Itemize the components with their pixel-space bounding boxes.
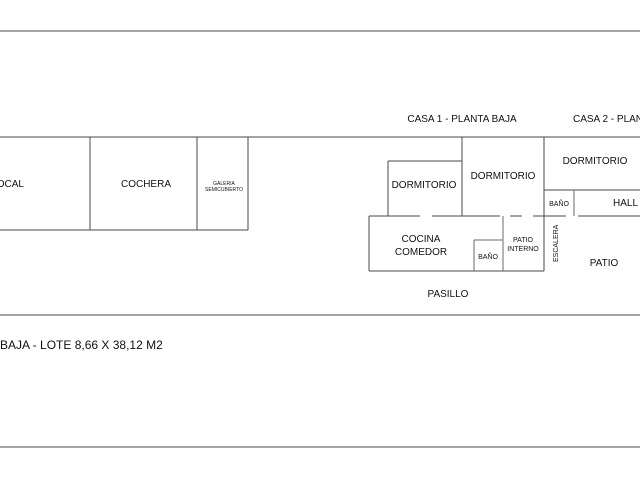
- bano-1-label: BAÑO: [478, 252, 498, 261]
- comedor-label: COMEDOR: [395, 247, 447, 258]
- galeria-label-line-2: SEMICUBIERTO: [205, 187, 243, 193]
- plan-caption: BAJA - LOTE 8,66 X 38,12 M2: [0, 338, 163, 352]
- bano-2-label: BAÑO: [549, 199, 569, 208]
- escalera-label: ESCALERA: [553, 224, 560, 262]
- patio-interno-label-line-1: PATIO: [513, 237, 534, 244]
- dormitorio-b-label: DORMITORIO: [471, 171, 536, 182]
- casa-1-walls: [368, 137, 545, 272]
- hall-label: HALL: [613, 198, 638, 209]
- front-block-walls: [0, 137, 249, 231]
- casa-2-label: CASA 2 - PLANTA: [573, 114, 640, 125]
- casa-2-walls: [544, 189, 640, 217]
- lot-outline: [0, 136, 640, 316]
- patio-label: PATIO: [590, 258, 619, 269]
- galeria-label-line-1: GALERIA: [213, 181, 235, 187]
- patio-interno-label-line-2: INTERNO: [507, 246, 539, 253]
- pasillo-label: PASILLO: [428, 289, 469, 300]
- casa-1-label: CASA 1 - PLANTA BAJA: [407, 114, 517, 125]
- cochera-label: COCHERA: [121, 179, 171, 190]
- dormitorio-c-label: DORMITORIO: [563, 156, 628, 167]
- local-label: LOCAL: [0, 179, 24, 190]
- dormitorio-a-label: DORMITORIO: [392, 180, 457, 191]
- cocina-label: COCINA: [402, 234, 441, 245]
